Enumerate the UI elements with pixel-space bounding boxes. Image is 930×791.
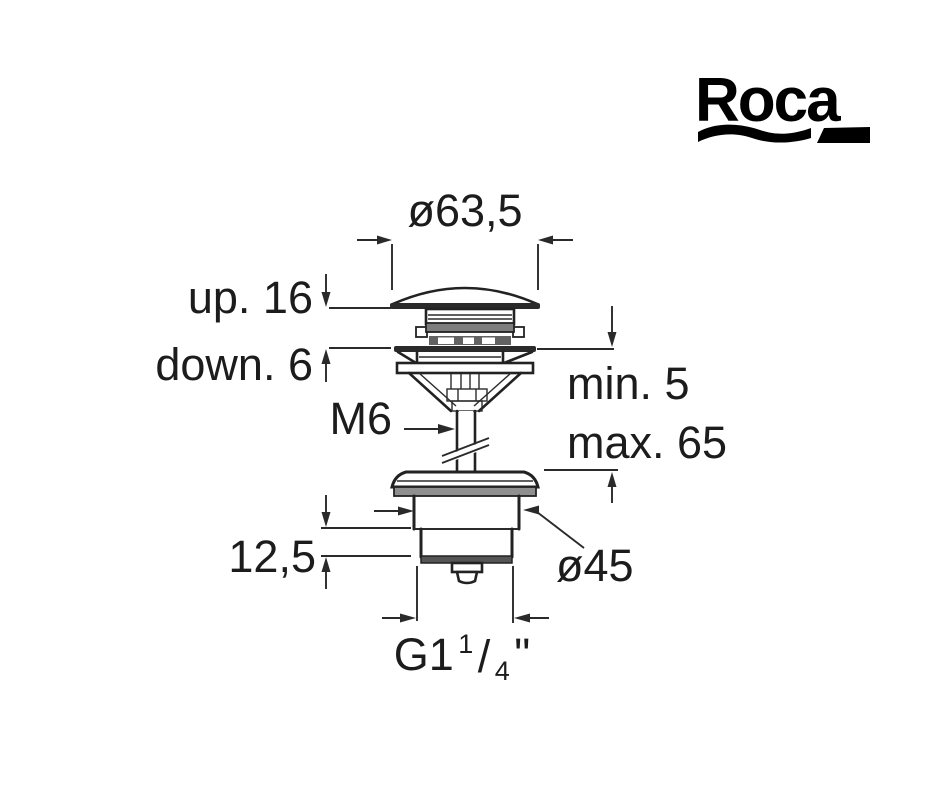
logo-wave-block <box>817 127 870 143</box>
dim-body-diameter-label: ø45 <box>556 540 634 591</box>
outlet-thread-prefix: G1 <box>394 629 454 680</box>
upper-flange <box>394 346 536 365</box>
dim-cap-down-label: down. 6 <box>155 339 313 390</box>
dim-cap-diameter: ø63,5 <box>357 185 573 290</box>
dim-clamp-range: min. 5 max. 65 <box>537 306 727 503</box>
cap-dome <box>390 286 540 309</box>
seal-washer <box>395 361 535 375</box>
threaded-rod <box>440 409 492 474</box>
outlet-thread-slash: / <box>478 631 491 682</box>
logo-wave-icon <box>698 124 811 143</box>
dim-body-height-label: 12,5 <box>228 531 316 582</box>
roca-logo: Roca <box>695 66 870 143</box>
bottom-flange <box>390 470 540 497</box>
dim-rod-thread-label: M6 <box>329 393 392 444</box>
dim-cap-up: up. 16 <box>188 272 391 323</box>
dim-outlet-thread-label: G1 1 / 4 " <box>394 629 530 686</box>
valve-drawing <box>390 286 540 585</box>
dim-cap-up-label: up. 16 <box>188 272 313 323</box>
dim-body-height: 12,5 <box>228 495 411 589</box>
plug-mechanism <box>415 307 525 345</box>
dim-clamp-min-label: min. 5 <box>567 358 690 409</box>
outlet-thread-quote: " <box>514 629 530 680</box>
dim-cap-down: down. 6 <box>155 339 391 390</box>
dim-cap-diameter-label: ø63,5 <box>407 185 522 236</box>
dim-clamp-max-label: max. 65 <box>567 417 727 468</box>
outlet-thread-sub: 4 <box>495 656 510 686</box>
dim-body-diameter: ø45 <box>374 505 634 591</box>
bottom-nub <box>450 561 484 585</box>
valve-body <box>412 494 521 564</box>
dim-rod-thread: M6 <box>329 393 455 444</box>
outlet-thread-sup: 1 <box>458 629 473 659</box>
brand-wordmark: Roca <box>695 66 841 135</box>
strainer-cone <box>407 371 523 413</box>
dim-outlet-thread: G1 1 / 4 " <box>382 566 549 686</box>
